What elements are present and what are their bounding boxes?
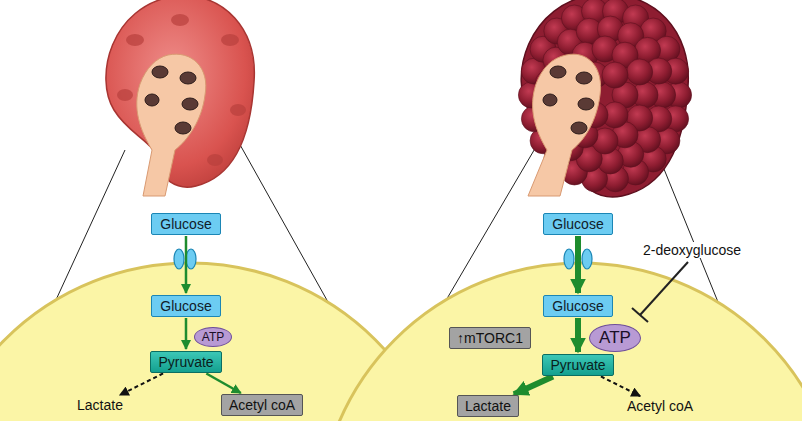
substrate-box: Glucose bbox=[543, 213, 612, 235]
node-label: Lactate bbox=[77, 397, 123, 413]
product-box: Acetyl coA bbox=[221, 394, 303, 416]
reaction-arrow bbox=[185, 236, 188, 293]
node-label: Glucose bbox=[160, 216, 211, 232]
node-label: Pyruvate bbox=[158, 354, 213, 370]
product-box: Lactate bbox=[457, 395, 519, 417]
inhibition-line bbox=[632, 262, 688, 322]
metabolite-box: Pyruvate bbox=[150, 351, 221, 373]
substrate-box: Glucose bbox=[151, 213, 220, 235]
reaction-arrow bbox=[120, 373, 163, 395]
reaction-arrow bbox=[575, 318, 581, 352]
normal-kidney bbox=[106, 0, 254, 196]
substrate-box: Glucose bbox=[543, 295, 612, 317]
node-label: ATP bbox=[599, 328, 631, 348]
node-label: ↑mTORC1 bbox=[457, 330, 523, 346]
atp-oval: ATP bbox=[194, 327, 232, 347]
reaction-arrow bbox=[514, 376, 553, 394]
node-label: Pyruvate bbox=[550, 357, 605, 373]
metabolite-box: Pyruvate bbox=[542, 354, 613, 376]
product-text: Acetyl coA bbox=[624, 397, 696, 415]
node-label: Acetyl coA bbox=[229, 397, 295, 413]
atp-oval: ATP bbox=[589, 324, 641, 352]
node-label: Glucose bbox=[552, 298, 603, 314]
reaction-arrow bbox=[601, 376, 640, 396]
reaction-arrow bbox=[206, 373, 241, 393]
node-label: Lactate bbox=[465, 398, 511, 414]
node-label: ATP bbox=[202, 330, 224, 344]
node-label: Glucose bbox=[552, 216, 603, 232]
reaction-arrow bbox=[185, 318, 188, 349]
signal-box: ↑mTORC1 bbox=[449, 327, 531, 349]
tumor-kidney bbox=[518, 0, 691, 197]
reaction-arrow bbox=[575, 236, 581, 293]
substrate-box: Glucose bbox=[151, 295, 220, 317]
tumor-cell bbox=[318, 263, 802, 421]
node-label: Glucose bbox=[160, 298, 211, 314]
drug-label: 2-deoxyglucose bbox=[641, 242, 743, 258]
product-text: Lactate bbox=[74, 396, 126, 414]
node-label: Acetyl coA bbox=[627, 398, 693, 414]
